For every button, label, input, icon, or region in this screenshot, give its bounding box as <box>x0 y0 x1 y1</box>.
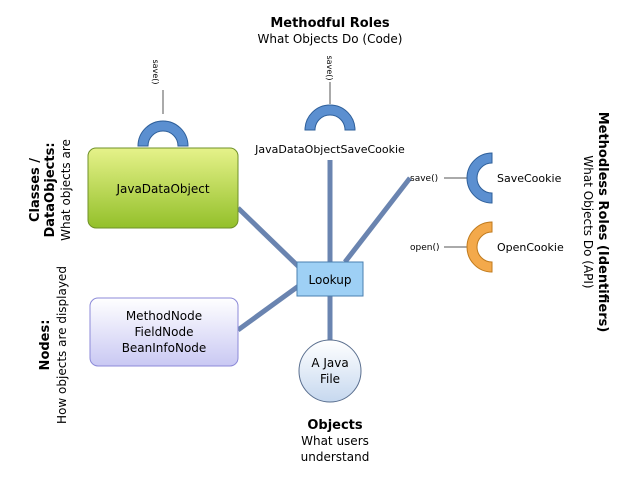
classes-title-line1: Classes / <box>28 158 43 222</box>
methodless-title: Methodless Roles (Identifiers) <box>595 112 610 333</box>
connector-nodes <box>236 282 302 333</box>
java-data-object-label: JavaDataObject <box>115 182 209 196</box>
methodful-subtitle: What Objects Do (Code) <box>258 32 403 46</box>
methodless-subtitle: What Objects Do (API) <box>581 155 595 288</box>
lookup-label: Lookup <box>309 273 352 287</box>
open-cookie-label: OpenCookie <box>497 241 564 254</box>
nodes-subtitle: How objects are displayed <box>55 266 69 424</box>
cookie-label: JavaDataObjectSaveCookie <box>254 143 405 156</box>
connectors <box>236 160 412 340</box>
save-cookie-method: save() <box>410 174 438 184</box>
objects-subtitle-line1: What users <box>301 434 369 448</box>
connector-classes <box>236 206 302 270</box>
object-label-line2: File <box>320 372 340 386</box>
open-cookie-method: open() <box>410 243 439 253</box>
nodes-box <box>89 297 239 367</box>
objects-subtitle-line2: understand <box>301 450 370 464</box>
lookup-box <box>296 261 364 297</box>
role-semicircle-icon-center <box>304 104 356 131</box>
object-label-line1: A Java <box>311 356 348 370</box>
methodful-title: Methodful Roles <box>270 16 390 31</box>
node-item-field: FieldNode <box>134 325 193 339</box>
classes-title-line2: DataObjects: <box>43 142 58 237</box>
objects-title: Objects <box>307 418 363 433</box>
open-cookie-icon <box>466 221 493 273</box>
nodes-title: Nodes: <box>38 320 53 371</box>
save-cookie-icon <box>466 152 493 204</box>
classes-subtitle: What objects are <box>59 139 73 241</box>
save-cookie-label: SaveCookie <box>497 172 562 185</box>
connector-methodless <box>343 176 412 264</box>
save-method-label-center: save() <box>325 56 334 81</box>
save-method-label-left: save() <box>151 60 160 85</box>
java-file-object <box>298 339 362 403</box>
role-semicircle-icon-left <box>137 120 189 147</box>
node-item-method: MethodNode <box>126 309 202 323</box>
node-item-beaninfo: BeanInfoNode <box>122 341 207 355</box>
java-data-object-box <box>87 147 239 229</box>
